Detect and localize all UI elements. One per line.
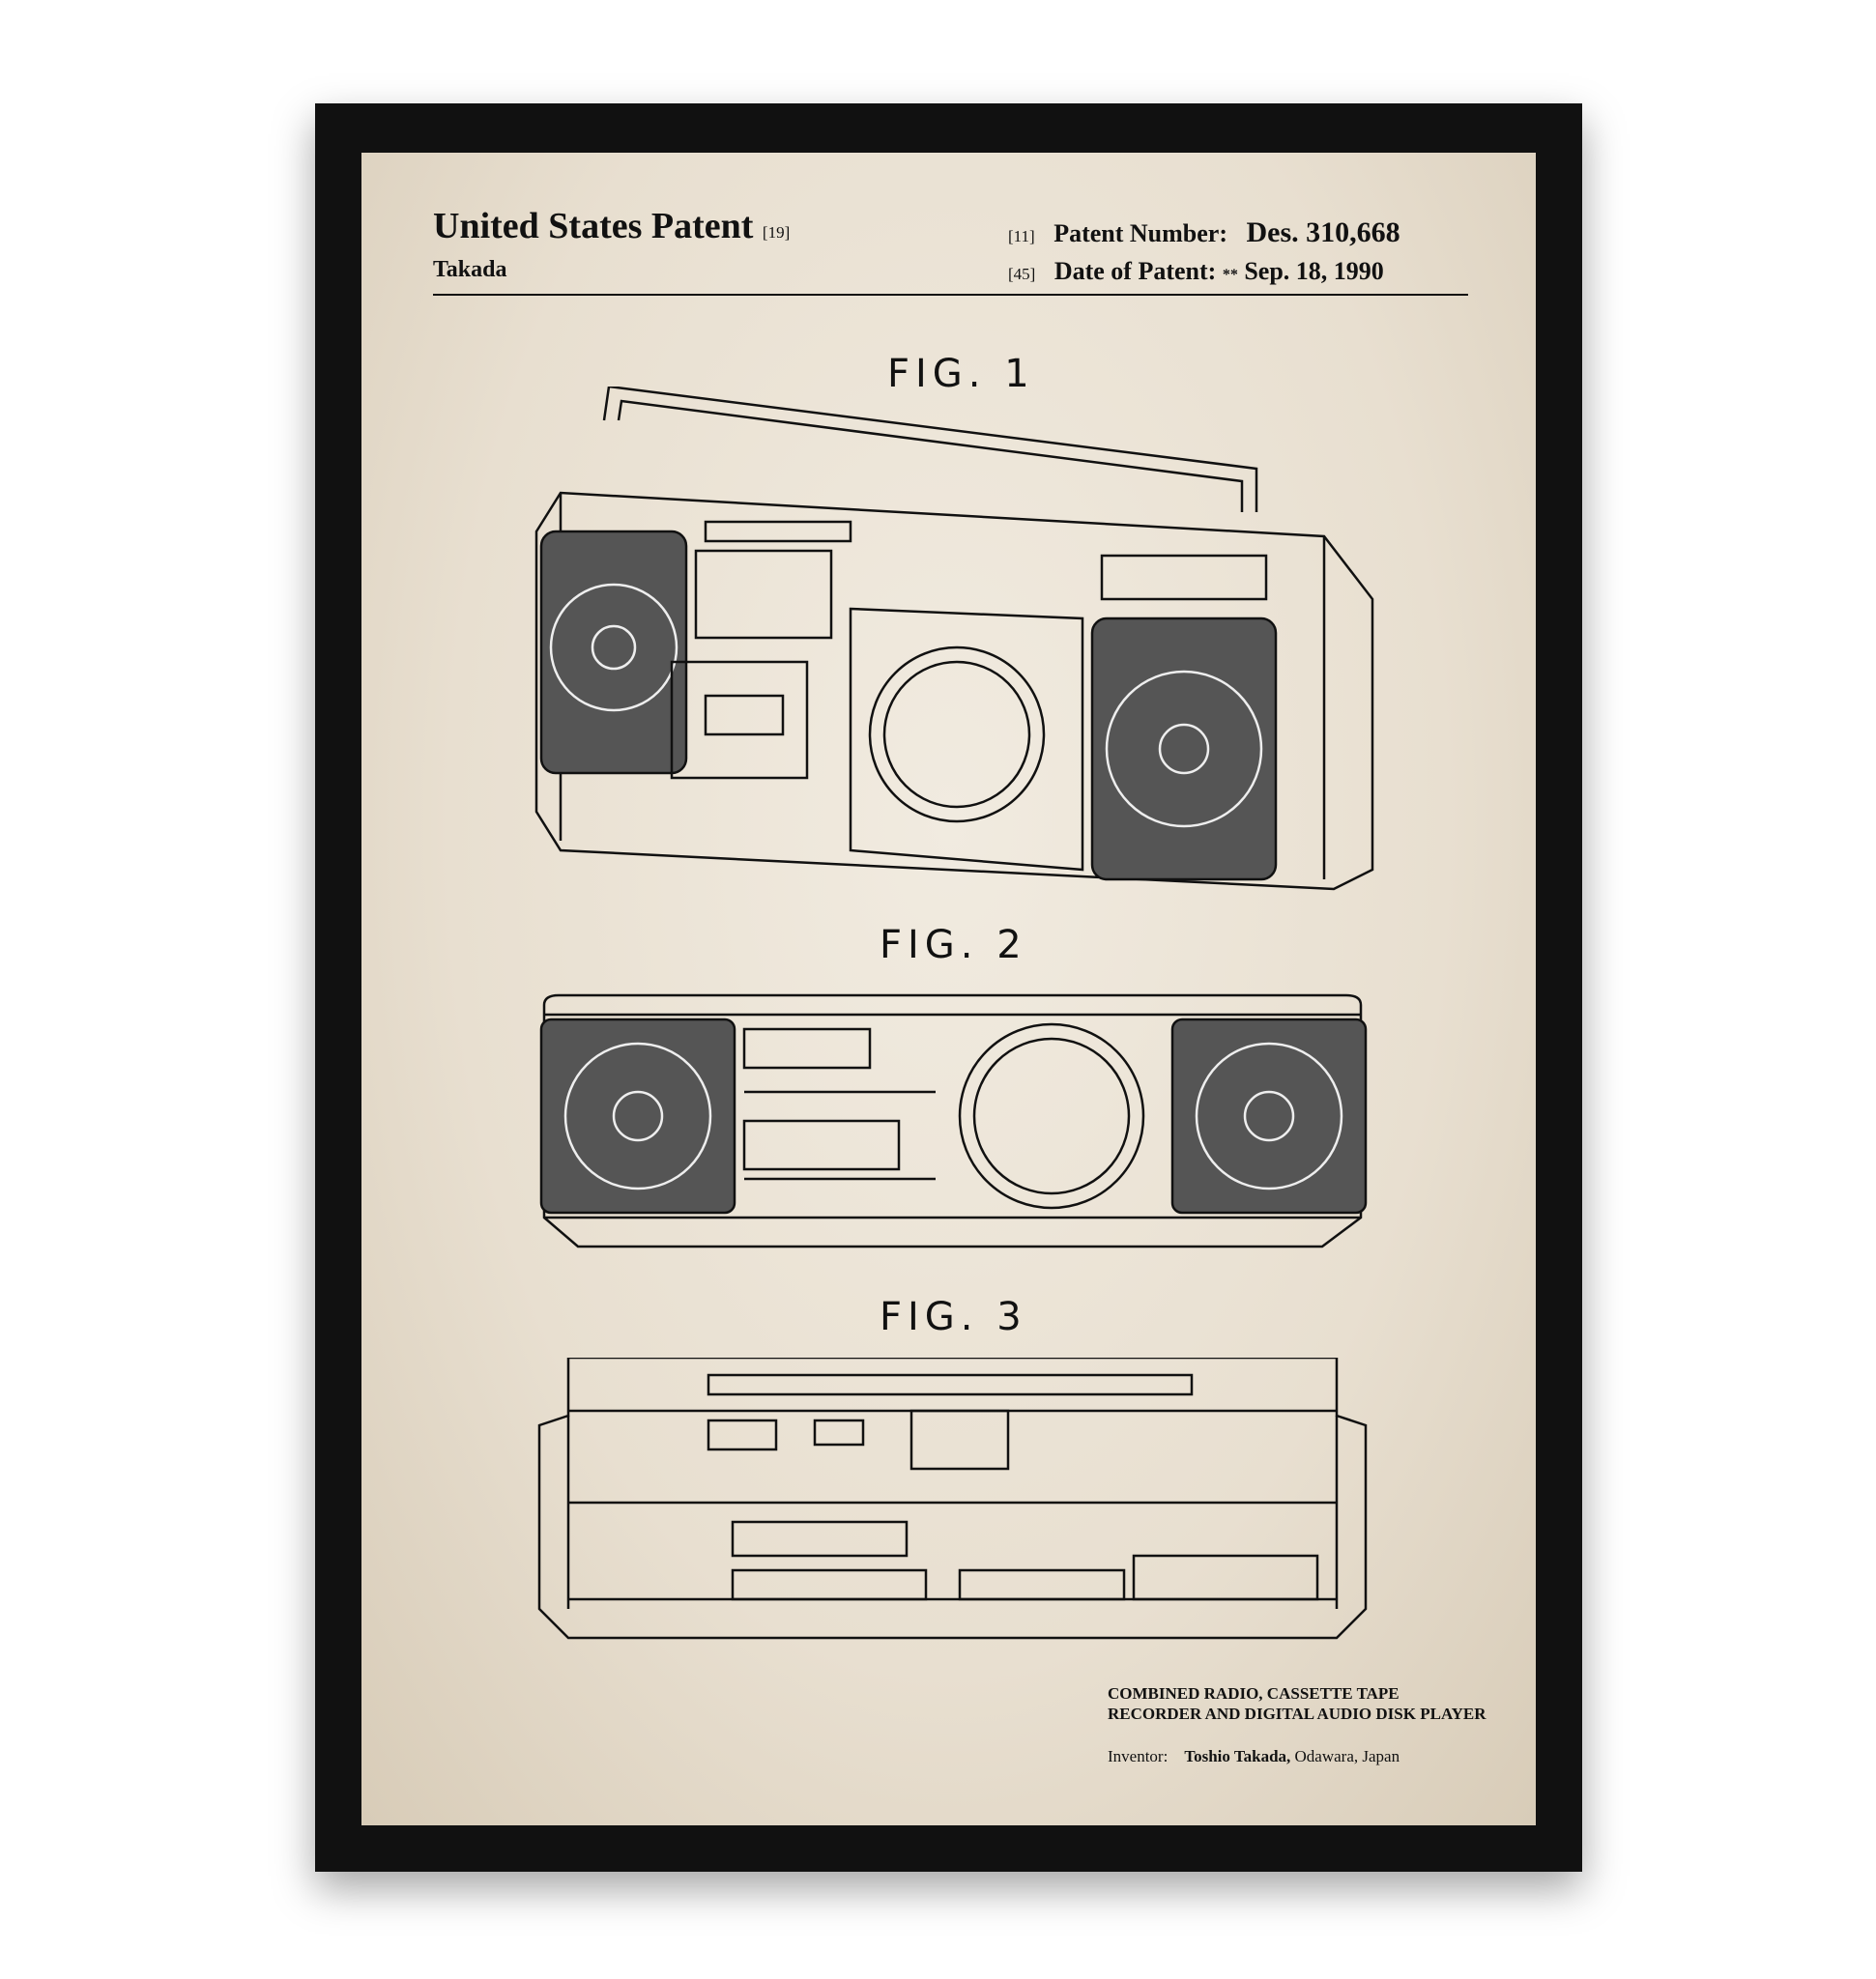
patent-title: United States Patent [19] (433, 206, 791, 246)
patent-number: [11] Patent Number: Des. 310,668 (1008, 216, 1400, 248)
patent-paper (361, 153, 1536, 1825)
fig-3-label: FIG. 3 (880, 1295, 1027, 1339)
inventor-line: Inventor: Toshio Takada, Odawara, Japan (1108, 1747, 1400, 1765)
fig-1-drawing (534, 387, 1374, 891)
fig-3-drawing (537, 1358, 1368, 1640)
fig-1-label: FIG. 1 (887, 352, 1035, 396)
fig-2-drawing (539, 993, 1368, 1248)
header-rule (433, 294, 1468, 296)
inventor-surname: Takada (433, 257, 507, 282)
patent-description: COMBINED RADIO, CASSETTE TAPE RECORDER A… (1108, 1684, 1486, 1723)
patent-date: [45] Date of Patent: ** Sep. 18, 1990 (1008, 257, 1384, 285)
fig-2-label: FIG. 2 (880, 923, 1027, 967)
